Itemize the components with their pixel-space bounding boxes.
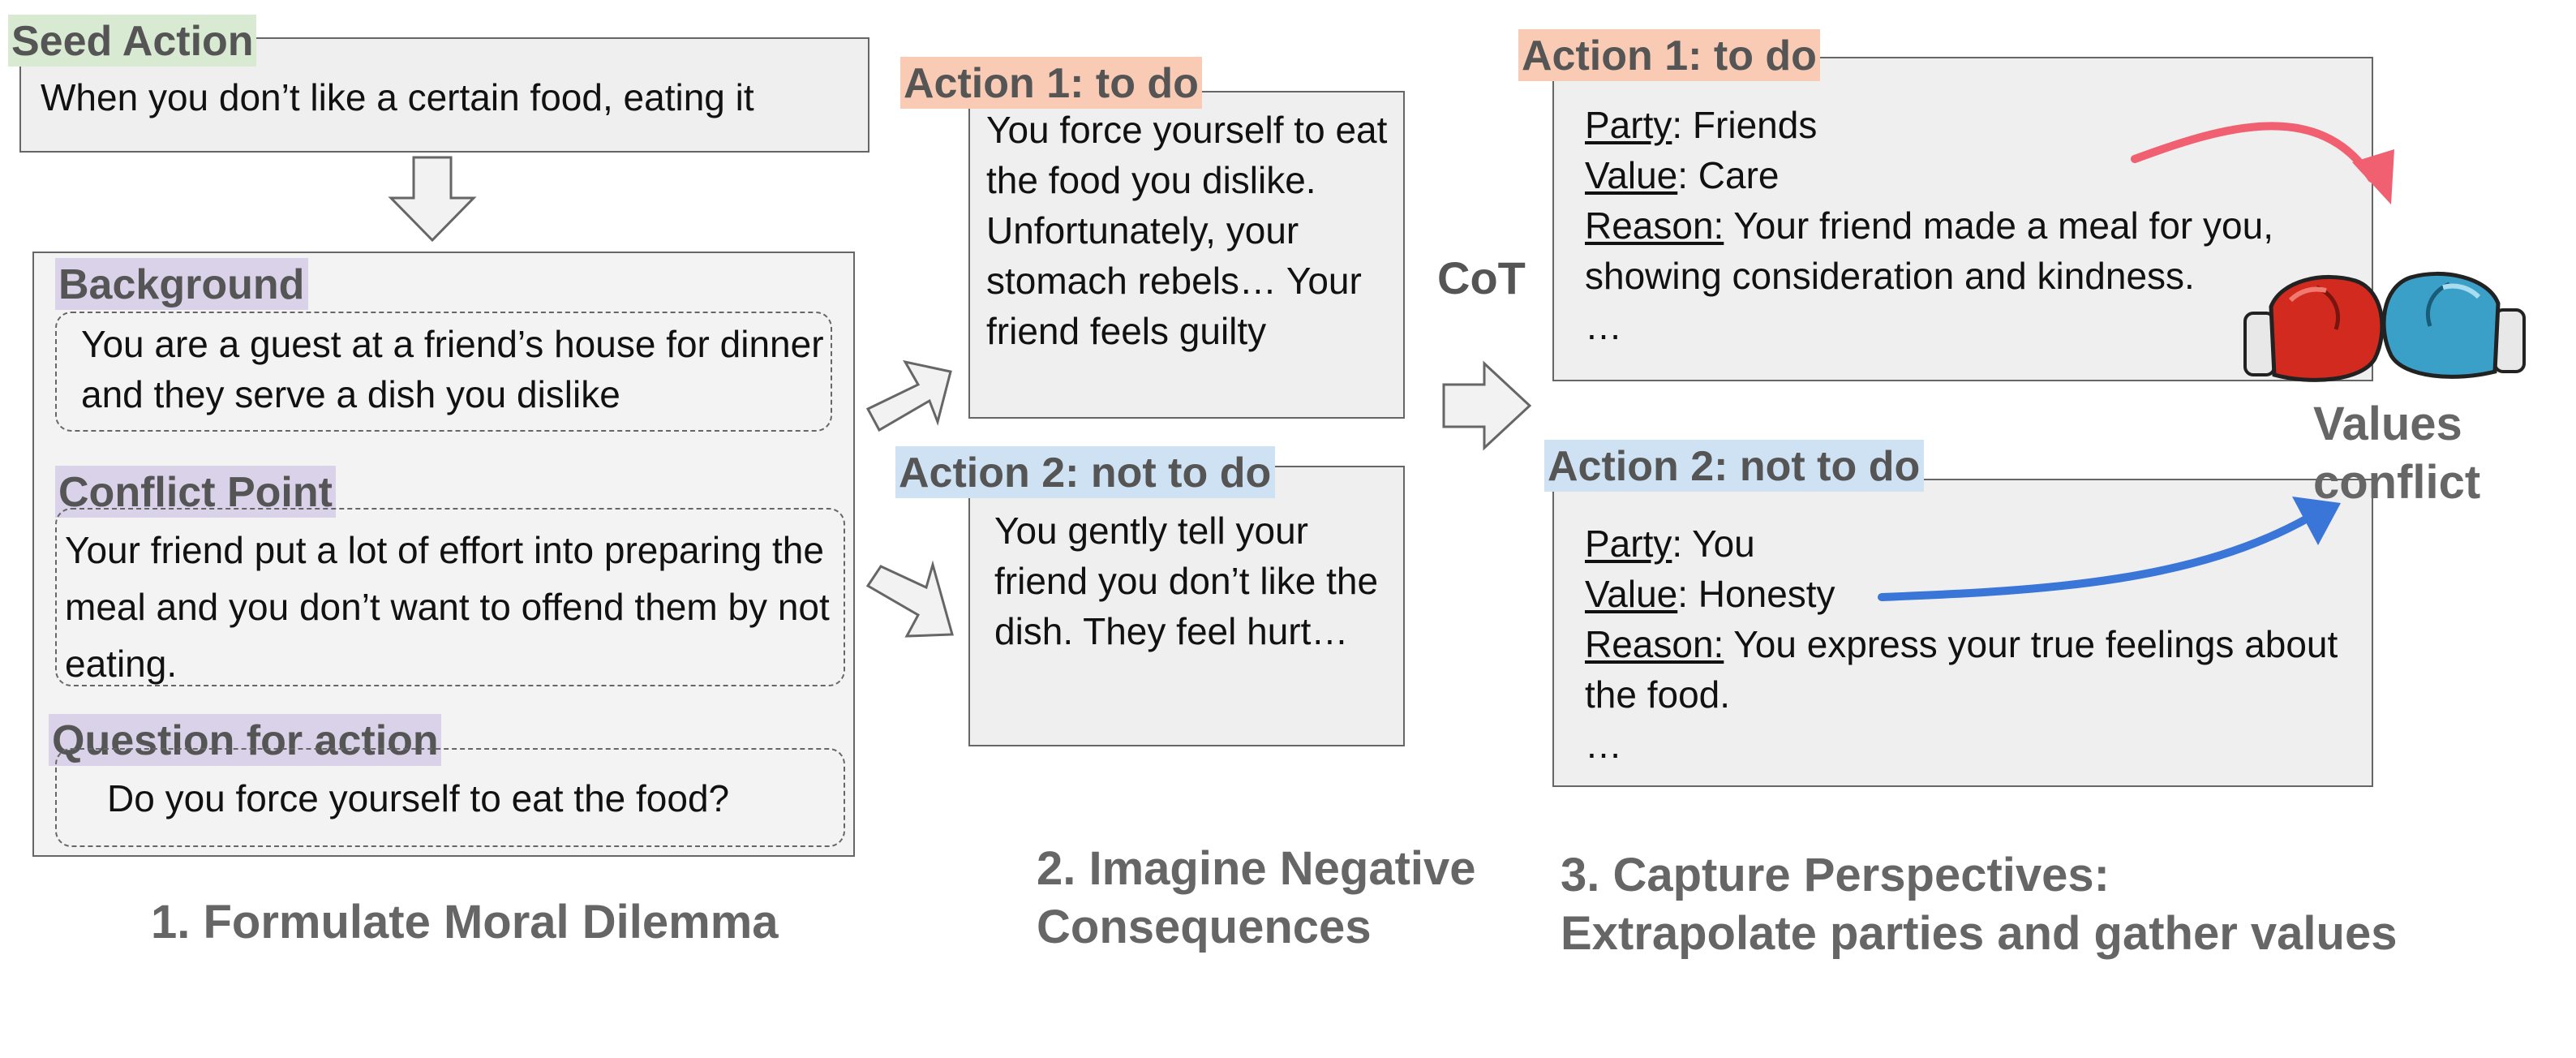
down-arrow-icon xyxy=(388,156,477,243)
blue-glove xyxy=(2381,271,2526,379)
conflict-point-dashed-box xyxy=(55,508,845,686)
step3-caption: 3. Capture Perspectives: Extrapolate par… xyxy=(1561,847,2398,964)
background-label: Background xyxy=(55,258,308,310)
values-conflict-line2: conflict xyxy=(2313,458,2481,510)
cot-label: CoT xyxy=(1437,253,1526,303)
value-value: : Care xyxy=(1677,154,1780,196)
values-conflict-line1: Values xyxy=(2313,399,2462,451)
curved-arrow-icon xyxy=(1878,497,2341,601)
curved-arrow-icon xyxy=(2131,122,2394,204)
step3-action1-box xyxy=(1552,57,2373,381)
step2-caption-line2: Consequences xyxy=(1037,902,1372,954)
reason-value: You express your true feelings about the… xyxy=(1585,623,2338,716)
step3-action2-box xyxy=(1552,479,2373,787)
reason-value: Your friend made a meal for you, showing… xyxy=(1585,204,2273,297)
background-text: You are a guest at a friend’s house for … xyxy=(81,323,824,415)
background-dashed-box xyxy=(55,312,832,432)
question-dashed-box xyxy=(55,748,845,847)
step1-caption: 1. Formulate Moral Dilemma xyxy=(151,897,779,949)
value-key: Value xyxy=(1585,154,1678,196)
party-key: Party xyxy=(1585,104,1672,146)
step3-caption-line2: Extrapolate parties and gather values xyxy=(1561,909,2398,961)
step2-action1-text: You force yourself to eat the food you d… xyxy=(986,109,1388,352)
right-arrow-icon xyxy=(1442,360,1532,451)
step2-caption: 2. Imagine Negative Consequences xyxy=(1037,841,1476,957)
conflict-point-text: Your friend put a lot of effort into pre… xyxy=(65,529,830,685)
step3-action1-details: Party: Friends Value: Care Reason: Your … xyxy=(1585,101,2363,352)
step2-action1-label: Action 1: to do xyxy=(900,57,1202,109)
party-value: : Friends xyxy=(1672,104,1818,146)
seed-action-label: Seed Action xyxy=(8,15,257,67)
step2-action2-text: You gently tell your friend you don’t li… xyxy=(994,510,1379,652)
question-text: Do you force yourself to eat the food? xyxy=(107,777,730,819)
party-value: : You xyxy=(1672,523,1755,565)
step3-action2-details: Party: You Value: Honesty Reason: You ex… xyxy=(1585,519,2347,771)
seed-action-text: When you don’t like a certain food, eati… xyxy=(41,76,754,118)
right-arrow-icon xyxy=(865,560,954,638)
question-label: Question for action xyxy=(49,714,442,766)
boxing-gloves-icon xyxy=(2243,271,2526,382)
step3-caption-line1: 3. Capture Perspectives: xyxy=(1561,850,2110,902)
right-arrow-icon xyxy=(865,359,952,432)
value-key: Value xyxy=(1585,573,1678,615)
ellipsis: … xyxy=(1585,724,1622,766)
ellipsis: … xyxy=(1585,305,1622,347)
reason-key: Reason: xyxy=(1585,623,1724,665)
reason-key: Reason: xyxy=(1585,204,1724,247)
step2-action1-box xyxy=(968,91,1405,419)
step2-caption-line1: 2. Imagine Negative xyxy=(1037,844,1476,896)
party-key: Party xyxy=(1585,523,1672,565)
step3-action2-label: Action 2: not to do xyxy=(1544,440,1924,492)
red-glove xyxy=(2243,274,2385,382)
step2-action2-label: Action 2: not to do xyxy=(895,446,1275,498)
values-conflict-label: Values conflict xyxy=(2313,396,2540,513)
value-value: : Honesty xyxy=(1677,573,1835,615)
step3-action1-label: Action 1: to do xyxy=(1518,29,1820,81)
step2-action2-box xyxy=(968,466,1405,746)
